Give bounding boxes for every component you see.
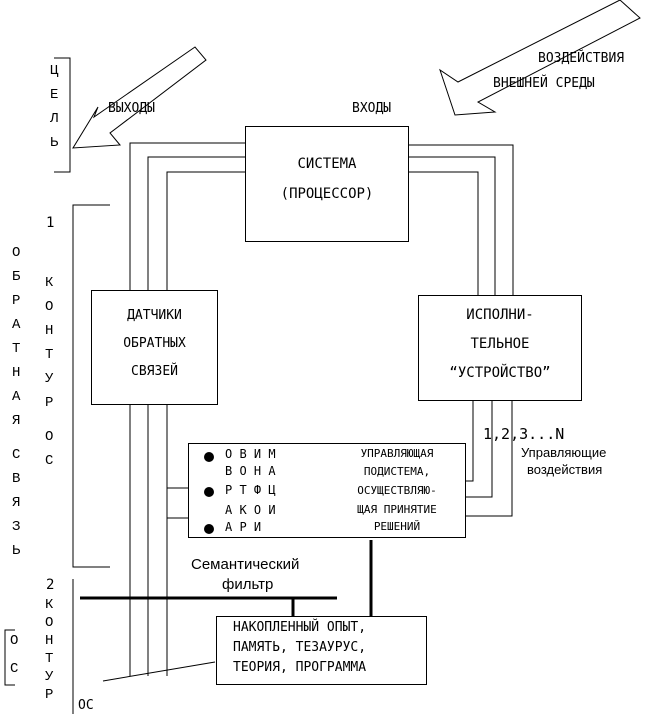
input-line-1 [408,144,514,295]
control-subsystem-line-4: ЩАЯ ПРИНЯТИЕ [357,503,437,516]
experience-line-3: ТЕОРИЯ, ПРОГРАММА [233,660,367,675]
semantic-filter-label-1: Семантический [191,556,300,573]
system-box: СИСТЕМА (ПРОЦЕССОР) [245,126,409,242]
control-subsystem-line-2: ПОДИСТЕМА, [363,465,431,478]
actuator-box: ИСПОЛНИ- ТЕЛЬНОЕ “УСТРОЙСТВО” [418,295,582,401]
sensors-box: ДАТЧИКИ ОБРАТНЫХ СВЯЗЕЙ [91,290,218,405]
inputs-label: ВХОДЫ [352,101,392,116]
control-subsystem-line-5: РЕШЕНИЙ [373,520,421,533]
experience-line-1: НАКОПЛЕННЫЙ ОПЫТ, [233,620,367,635]
feedback-label: О Б Р А Т Н А Я С В Я З Ь [12,245,21,559]
contour-2-number: 2 [46,577,55,593]
control-actions-label-1: Управляющие [521,445,607,460]
output-arrow [72,46,207,149]
system-subtitle: (ПРОЦЕССОР) [280,186,374,202]
actuator-line-1: ИСПОЛНИ- [466,307,534,323]
environment-label-2: ВНЕШНЕЙ СРЕДЫ [493,76,595,91]
contour-1-number: 1 [46,215,55,231]
semantic-filter-label-2: фильтр [222,576,274,593]
control-subsystem-line-3: ОСУЩЕСТВЛЯЮ- [357,484,437,497]
output-line-2 [147,156,245,290]
environment-label-1: ВОЗДЕЙСТВИЯ [538,51,625,66]
classifier-row-3: Р Т Ф Ц [225,483,276,497]
control-line-1 [465,400,474,482]
control-line-2 [465,400,493,498]
bullet-icon [204,452,214,462]
outputs-label: ВЫХОДЫ [108,101,155,116]
contour-1-bracket [72,204,110,568]
bullet-icon [204,487,214,497]
goal-label: Ц Е Л Ь [50,63,59,151]
contour-2-label: К О Н Т У Р [45,597,54,703]
classifier-row-5: А Р И [225,520,262,534]
control-line-3 [465,400,513,517]
experience-line-2: ПАМЯТЬ, ТЕЗАУРУС, [233,640,367,655]
os-bracket-label: О С [10,633,19,677]
contour-2-suffix: ОС [78,698,94,713]
sensors-line-3: СВЯЗЕЙ [131,364,178,379]
control-subsystem-line-1: УПРАВЛЯЮЩАЯ [360,447,434,460]
sensors-line-2: ОБРАТНЫХ [123,336,186,351]
control-actions-numbers: 1,2,3...N [483,425,565,443]
classifier-row-2: В О Н А [225,464,276,478]
contour-1-label: К О Н Т У Р О С [45,275,54,469]
input-line-3 [408,171,479,295]
goal-bracket [54,57,71,173]
output-line-1 [129,142,245,290]
input-line-2 [408,156,496,295]
bullet-icon [204,524,214,534]
classifier-row-4: А К О И [225,503,276,517]
contour-2-link [102,661,216,682]
control-subsystem-box: О В И М В О Н А Р Т Ф Ц А К О И А Р И УП… [188,443,466,538]
classifier-row-1: О В И М [225,447,276,461]
experience-box: НАКОПЛЕННЫЙ ОПЫТ, ПАМЯТЬ, ТЕЗАУРУС, ТЕОР… [216,616,427,685]
system-title: СИСТЕМА [297,156,357,172]
control-actions-label-2: воздействия [527,462,603,477]
os-bracket [4,629,15,686]
actuator-line-2: ТЕЛЬНОЕ [470,336,530,352]
actuator-line-3: “УСТРОЙСТВО” [449,365,551,381]
sensors-line-1: ДАТЧИКИ [127,308,182,323]
output-line-3 [166,171,245,290]
environment-arrow [439,0,641,116]
